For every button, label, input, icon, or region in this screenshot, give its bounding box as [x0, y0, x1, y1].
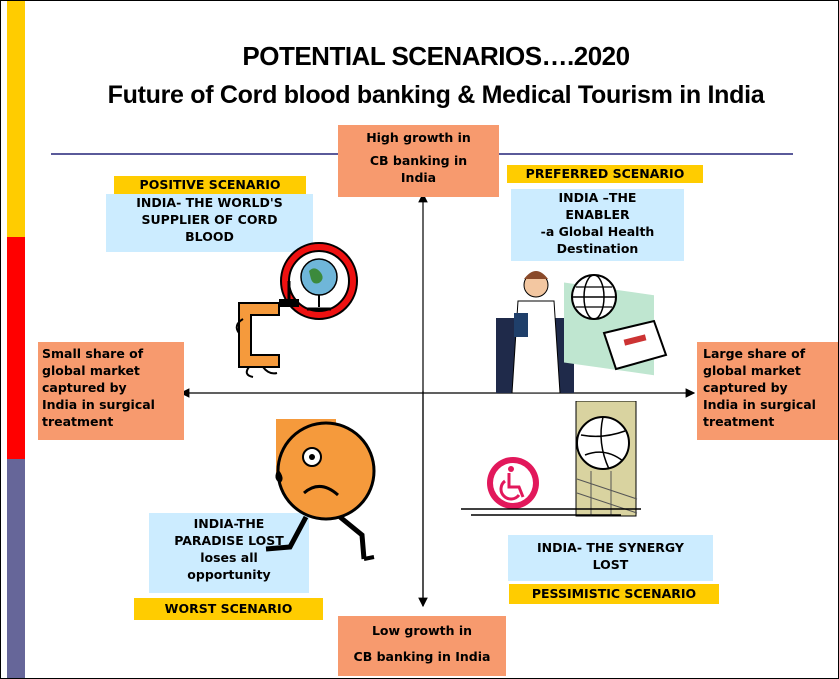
- desc-line: -a Global Health: [540, 224, 655, 239]
- preferred-scenario-desc: INDIA –THE ENABLER -a Global Health Dest…: [511, 189, 684, 261]
- axis-right-line: global market: [703, 363, 801, 378]
- slide-subtitle: Future of Cord blood banking & Medical T…: [107, 81, 765, 109]
- pessimistic-scenario-desc: INDIA- THE SYNERGY LOST: [508, 535, 713, 581]
- worst-scenario-desc: INDIA-THE PARADISE LOST loses all opport…: [149, 513, 309, 593]
- desc-line: PARADISE LOST: [174, 533, 284, 548]
- axis-top-line: High growth in: [366, 130, 471, 145]
- preferred-scenario-label: PREFERRED SCENARIO: [507, 165, 703, 183]
- left-stripe-blue: [7, 459, 25, 678]
- axis-top-box: High growth in CB banking in India: [338, 125, 499, 197]
- axis-left-line: global market: [42, 363, 140, 378]
- axis-right-line: Large share of: [703, 346, 806, 361]
- desc-line: loses all: [200, 550, 258, 565]
- axis-left-line: India in surgical: [42, 397, 155, 412]
- worst-scenario-label: WORST SCENARIO: [134, 598, 323, 620]
- axis-right-line: treatment: [703, 414, 775, 429]
- desc-line: ENABLER: [565, 207, 630, 222]
- axis-top-line: India: [400, 170, 437, 185]
- desc-line: SUPPLIER OF CORD: [141, 212, 278, 227]
- left-stripe-yellow: [7, 1, 25, 237]
- positive-scenario-label: POSITIVE SCENARIO: [114, 176, 306, 194]
- axis-right-box: Large share of global market captured by…: [697, 342, 838, 440]
- axis-top-line: CB banking in: [369, 153, 468, 168]
- sad-face-running-icon: [265, 419, 376, 561]
- axis-bottom-box: Low growth in CB banking in India: [338, 616, 506, 676]
- desc-line: opportunity: [187, 567, 271, 582]
- slide-title: POTENTIAL SCENARIOS….2020: [242, 41, 630, 71]
- desc-line: INDIA –THE: [558, 190, 637, 205]
- axis-bottom-line: CB banking in India: [353, 649, 491, 664]
- axis-right-line: captured by: [703, 380, 788, 395]
- axis-left-line: Small share of: [42, 346, 144, 361]
- desc-line: INDIA- THE WORLD'S: [136, 195, 283, 210]
- axis-left-box: Small share of global market captured by…: [38, 342, 184, 440]
- positive-scenario-desc: INDIA- THE WORLD'S SUPPLIER OF CORD BLOO…: [106, 194, 313, 252]
- axis-left-line: captured by: [42, 380, 127, 395]
- pessimistic-scenario-label: PESSIMISTIC SCENARIO: [509, 584, 719, 604]
- globe-clamp-icon: [235, 242, 358, 378]
- desc-line: BLOOD: [185, 229, 234, 244]
- desc-line: LOST: [592, 557, 629, 572]
- wheelchair-volleyball-icon: [461, 401, 641, 517]
- desc-line: INDIA- THE SYNERGY: [537, 540, 684, 555]
- doctor-globe-briefcase-icon: [496, 271, 668, 393]
- axis-left-line: treatment: [42, 414, 114, 429]
- desc-line: Destination: [556, 241, 639, 256]
- axis-right-line: India in surgical: [703, 397, 816, 412]
- left-stripe-red: [7, 237, 25, 459]
- axis-bottom-line: Low growth in: [371, 623, 473, 638]
- desc-line: INDIA-THE: [193, 516, 265, 531]
